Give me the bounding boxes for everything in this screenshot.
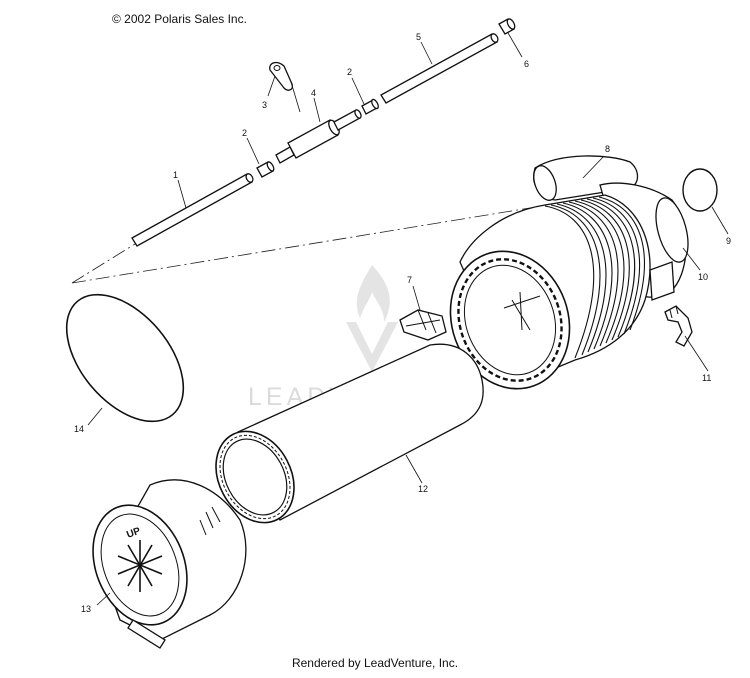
leader-lines [87, 32, 729, 606]
callout-3: 3 [262, 100, 267, 110]
part-3-clip [269, 61, 294, 91]
part-8-housing [449, 155, 689, 390]
cover-marking: UP [125, 526, 142, 541]
part-1-tube [131, 173, 254, 247]
callout-12: 12 [418, 484, 428, 494]
callout-9: 9 [726, 236, 731, 246]
callout-6: 6 [524, 59, 529, 69]
housing-ribs [544, 196, 645, 359]
callout-2-upper: 2 [347, 67, 352, 77]
part-13-end-cover: UP [92, 479, 247, 649]
part-4-valve [275, 109, 362, 164]
part-9-oring [682, 168, 718, 212]
callout-10: 10 [698, 272, 708, 282]
copyright-text: © 2002 Polaris Sales Inc. [112, 12, 247, 26]
part-6-cap [498, 18, 516, 35]
part-7-bracket [399, 309, 447, 341]
callout-numbers: 1 2 3 4 2 5 6 7 8 9 10 11 12 13 14 [74, 32, 731, 614]
callout-8: 8 [605, 144, 610, 154]
callout-2-lower: 2 [242, 128, 247, 138]
part-2-coupler-lower [256, 161, 275, 178]
callout-11: 11 [702, 373, 711, 383]
part-12-filter-element [215, 343, 484, 524]
callout-7: 7 [407, 275, 412, 285]
callout-13: 13 [81, 604, 91, 614]
callout-1: 1 [173, 170, 178, 180]
part-14-oring [65, 293, 185, 423]
callout-14: 14 [74, 424, 84, 434]
cover-star-icon [117, 540, 163, 592]
center-line [71, 204, 549, 284]
watermark-v-icon [346, 322, 398, 372]
footer-credit: Rendered by LeadVenture, Inc. [291, 656, 459, 670]
callout-5: 5 [416, 32, 421, 42]
callout-4: 4 [311, 88, 316, 98]
watermark-flame-icon [356, 265, 390, 322]
part-5-tube [380, 33, 499, 104]
part-2-coupler-upper [361, 98, 379, 115]
